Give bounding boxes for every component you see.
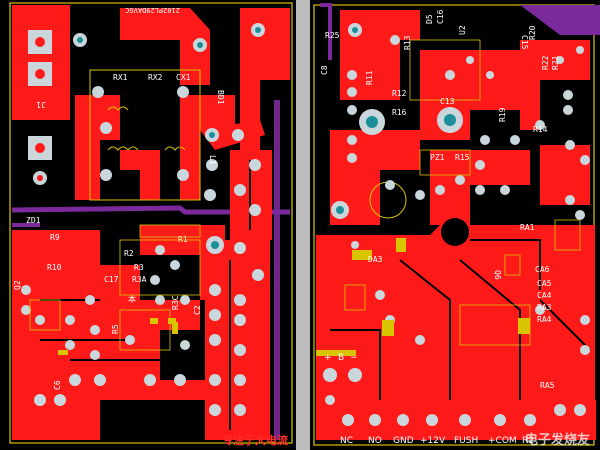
right-board: R25 C8 R13 U2 C15 R20 R22 R21 R11 R12 R1… xyxy=(312,0,600,450)
ref-ca4: CA4 xyxy=(537,291,552,300)
ref-ca6: CA6 xyxy=(535,265,550,274)
ref-r10: R10 xyxy=(47,263,62,272)
conn-label-gnd: GND xyxy=(393,436,414,446)
transformer-outline xyxy=(89,69,201,201)
ref-q6: Q6 xyxy=(493,270,502,280)
ref-q2: Q2 xyxy=(13,280,22,290)
right-copper-lower xyxy=(316,225,595,400)
ref-c2: C2 xyxy=(193,305,202,315)
b-pin-plus: + xyxy=(324,353,332,363)
right-large-pads xyxy=(331,23,463,219)
connector-labels: NC NO GND +12V FUSH +COM R2 xyxy=(340,436,534,446)
ref-da3: DA3 xyxy=(368,255,383,264)
ref-r25: R25 xyxy=(325,31,340,40)
conn-label-fush: FUSH xyxy=(454,436,478,446)
j1-pads xyxy=(28,30,52,185)
ref-cx1: CX1 xyxy=(176,73,191,82)
ref-r1: R1 xyxy=(178,235,188,244)
ref-r12: R12 xyxy=(392,89,407,98)
b-pin-minus: − xyxy=(350,353,358,363)
left-smd-pads xyxy=(58,318,178,355)
ref-c17: C17 xyxy=(104,275,119,284)
ref-r9: R9 xyxy=(50,233,60,242)
left-copper-lower xyxy=(12,230,200,440)
ref-r14: R14 xyxy=(533,125,548,134)
b-pins: + B − xyxy=(324,353,358,363)
conn-label-com: +COM xyxy=(488,436,517,446)
ref-c15: C15 xyxy=(520,35,529,50)
ref-r3a: R3A xyxy=(132,275,147,284)
right-small-pads xyxy=(323,35,590,405)
ref-zd1: ZD1 xyxy=(26,216,41,225)
conn-label-nc: NC xyxy=(340,436,353,446)
ref-r3: R3 xyxy=(134,263,144,272)
ref-r20: R20 xyxy=(528,25,537,40)
ref-ra5: RA5 xyxy=(540,381,555,390)
ref-d5: D5 xyxy=(425,14,434,24)
ref-r3c: R3C xyxy=(171,295,180,310)
left-round-pads xyxy=(21,23,265,416)
ref-c6: C6 xyxy=(53,380,62,390)
watermark-text: 电子发烧友 xyxy=(525,432,590,448)
ref-ra4: RA4 xyxy=(537,315,552,324)
ref-r2: R2 xyxy=(124,249,134,258)
ref-rx2: RX2 xyxy=(148,73,163,82)
left-board: 2102PL29DAVGC RX1 RX2 CX1 BD1 L1 J1 ZD1 … xyxy=(8,0,293,450)
ref-pz1: PZ1 xyxy=(430,153,445,162)
ref-r21: R21 xyxy=(551,55,560,70)
conn-label-12v: +12V xyxy=(420,436,446,446)
ref-c13: C13 xyxy=(440,97,455,106)
ref-c8: C8 xyxy=(320,65,329,75)
ref-ca5: CA5 xyxy=(537,279,552,288)
ref-r13: R13 xyxy=(403,35,412,50)
ref-u2: U2 xyxy=(458,25,467,35)
ref-r16: R16 xyxy=(392,108,407,117)
ref-ra1: RA1 xyxy=(520,223,535,232)
conn-label-r2: R2 xyxy=(522,436,534,446)
b-pin-b: B xyxy=(338,353,344,363)
ref-bd1: BD1 xyxy=(216,90,225,105)
ref-l1: L1 xyxy=(208,155,217,165)
ref-rx1: RX1 xyxy=(113,73,128,82)
left-top-label: 2102PL29DAVGC xyxy=(125,6,180,14)
ref-r22: R22 xyxy=(541,55,550,70)
ref-r19: R19 xyxy=(498,107,507,122)
board-gap xyxy=(296,0,310,450)
connector-pads xyxy=(342,404,586,426)
mounting-hole xyxy=(441,218,469,246)
ref-j1: J1 xyxy=(36,100,46,109)
caption-text: 专注于大电流 xyxy=(222,433,288,447)
ref-ra3: RA3 xyxy=(537,303,552,312)
right-smd-pads xyxy=(316,238,530,356)
ref-r15: R15 xyxy=(455,153,470,162)
ref-c16: C16 xyxy=(436,9,445,24)
ref-ben: 本 xyxy=(128,294,136,304)
conn-label-no: NO xyxy=(368,436,382,446)
ref-r5: R5 xyxy=(111,324,120,334)
ref-r11: R11 xyxy=(365,70,374,85)
left-board-outline xyxy=(9,2,293,444)
